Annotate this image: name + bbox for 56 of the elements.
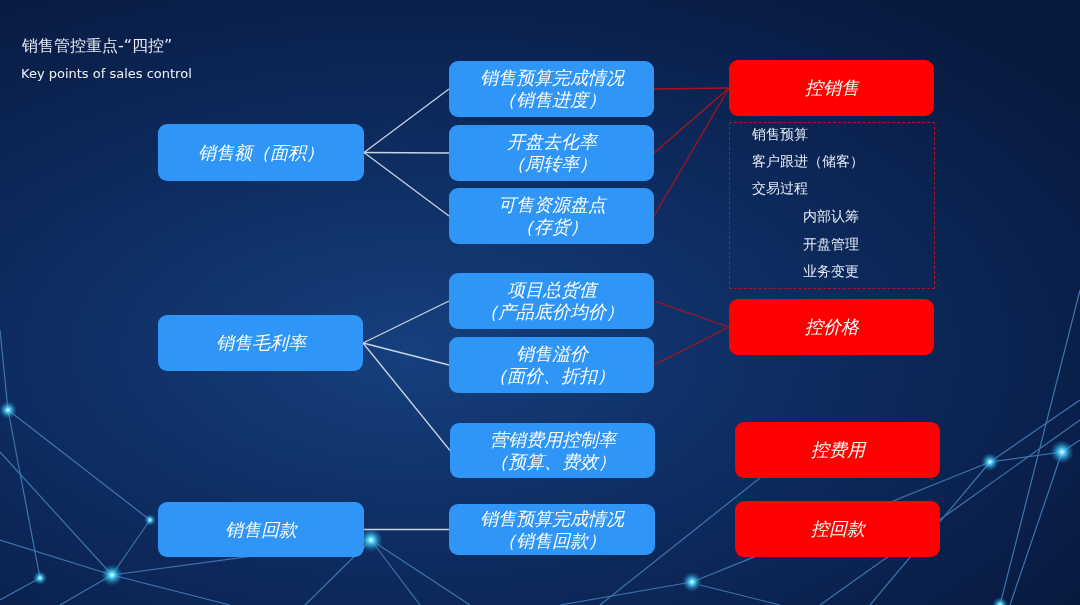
metric-box — [449, 125, 654, 181]
list-item: 交易过程 — [752, 179, 808, 197]
metric-box — [158, 502, 364, 557]
connector-line — [363, 151, 450, 217]
metric-box — [158, 124, 364, 181]
label-text: 销售回款 — [225, 518, 297, 541]
connector-line — [362, 300, 450, 344]
note-text: （销售回款） — [498, 529, 606, 552]
label-text: 控价格 — [804, 316, 859, 338]
note-text: （存货） — [515, 216, 588, 238]
label-text: 控销售 — [804, 77, 859, 99]
control-box — [729, 60, 934, 116]
label-text: 营销费用控制率 — [489, 428, 616, 451]
note-text: （面价、折扣） — [488, 365, 615, 387]
list-item: 开盘管理 — [803, 235, 859, 253]
metric-box — [449, 188, 654, 244]
note-text: （销售进度） — [497, 89, 606, 111]
label-text: 销售溢价 — [515, 343, 588, 365]
list-item: 业务变更 — [803, 262, 859, 280]
connector-line — [653, 87, 730, 154]
label-text: 开盘去化率 — [506, 131, 597, 153]
connector-line — [363, 88, 450, 154]
list-item: 销售预算 — [752, 125, 808, 143]
connector-line — [653, 87, 730, 90]
subtitle: Key points of sales control — [21, 66, 192, 82]
title: 销售管控重点-“四控” — [22, 36, 173, 56]
note-text: （产品底价均价） — [479, 301, 624, 323]
connector-line — [362, 342, 450, 366]
note-text: （预算、费效） — [489, 450, 616, 473]
connector-line — [653, 300, 730, 328]
control-box — [729, 299, 934, 355]
label-text: 销售预算完成情况 — [479, 67, 624, 89]
list-item: 内部认筹 — [803, 207, 859, 225]
metric-box — [449, 273, 654, 329]
metric-box — [449, 61, 654, 117]
metric-box — [158, 315, 363, 371]
connector-line — [653, 326, 730, 366]
metric-box — [449, 504, 655, 555]
connector-line — [363, 151, 450, 154]
metric-box — [449, 337, 654, 393]
connector-line — [363, 528, 450, 531]
label-text: 控回款 — [810, 518, 865, 540]
note-text: （周转率） — [506, 153, 597, 175]
label-text: 销售预算完成情况 — [480, 507, 624, 530]
label-text: 项目总货值 — [506, 279, 597, 301]
control-box — [735, 501, 940, 557]
label-text: 销售毛利率 — [215, 332, 306, 354]
list-item: 客户跟进（储客） — [752, 152, 864, 170]
dashed-list-box — [729, 122, 935, 289]
control-box — [735, 422, 940, 478]
label-text: 销售额（面积） — [198, 141, 324, 164]
connector-line — [362, 342, 451, 452]
label-text: 可售资源盘点 — [497, 194, 606, 216]
connector-line — [653, 87, 730, 217]
metric-box — [450, 423, 655, 478]
label-text: 控费用 — [810, 439, 865, 461]
